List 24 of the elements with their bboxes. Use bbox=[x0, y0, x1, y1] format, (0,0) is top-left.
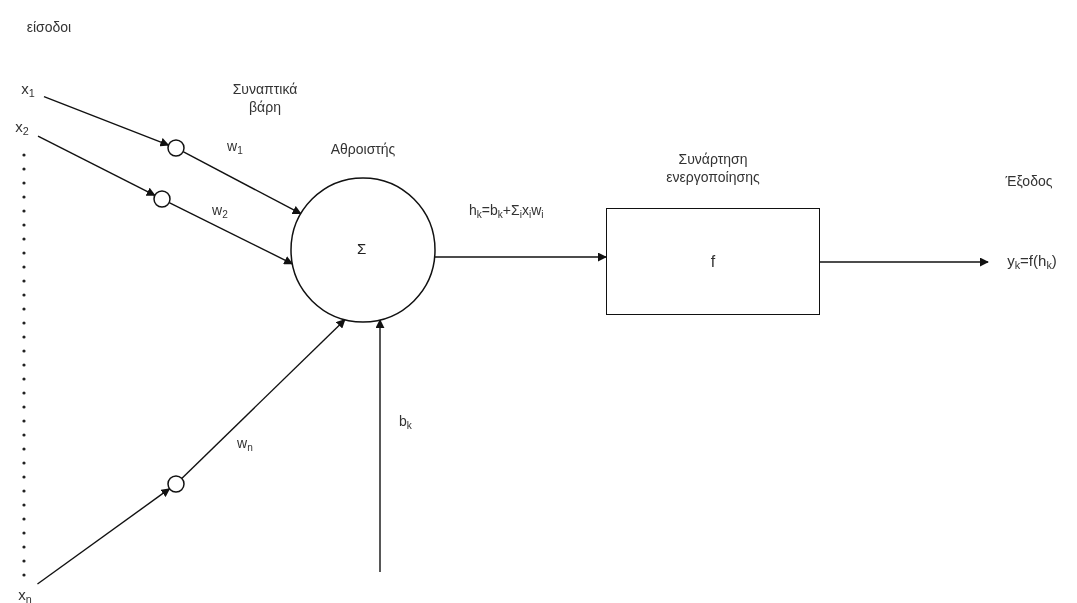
arrow bbox=[43, 95, 170, 147]
weight-node bbox=[167, 475, 185, 493]
function-symbol: f bbox=[710, 252, 716, 271]
variable-label: x$_{2}$ bbox=[6, 116, 38, 140]
weight-node bbox=[153, 190, 171, 208]
edge-label: b$_{k}$ bbox=[398, 413, 413, 429]
weight-node bbox=[167, 139, 185, 157]
node-heading: Συνάρτηση ενεργοποίησης bbox=[665, 150, 761, 186]
variable-label: y$_{k}$=f(h$_{k}$) bbox=[988, 250, 1076, 278]
annotation-text: Έξοδος bbox=[1004, 172, 1054, 190]
variable-label: x$_{n}$ bbox=[10, 584, 40, 603]
arrow bbox=[168, 201, 294, 265]
edge-label: h$_{k}$=b$_{k}$+Σ$_{i}$x$_{i}$w$_{i}$ bbox=[468, 202, 545, 218]
arrow bbox=[182, 151, 302, 215]
arrow bbox=[36, 488, 171, 585]
arrow bbox=[181, 319, 346, 480]
arrow bbox=[375, 319, 385, 573]
arrow bbox=[37, 135, 156, 197]
variable-label: x$_{1}$ bbox=[12, 78, 44, 102]
arrow bbox=[819, 257, 989, 267]
annotation-text: Συναπτικά βάρη bbox=[231, 80, 299, 116]
sigma-symbol: Σ bbox=[357, 240, 367, 257]
node-heading: Αθροιστής bbox=[329, 140, 397, 158]
annotation-text: είσοδοι bbox=[25, 18, 73, 36]
